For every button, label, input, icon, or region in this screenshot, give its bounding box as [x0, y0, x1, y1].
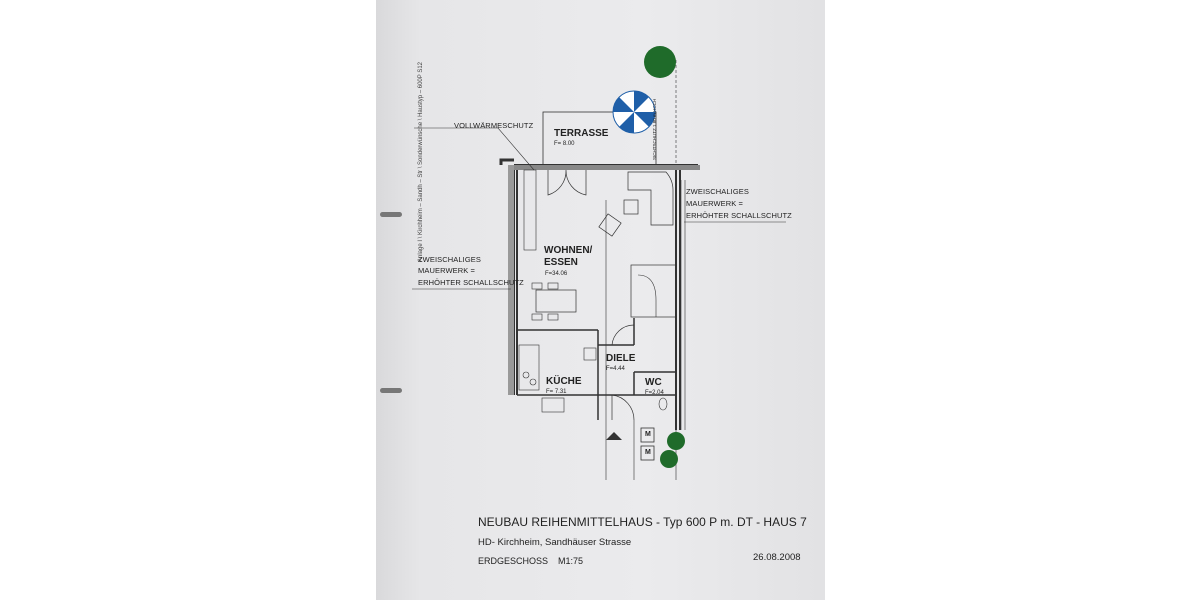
path-lines [633, 420, 677, 480]
room-wohnen-essen: WOHNEN/ ESSEN [544, 245, 593, 268]
stairs [630, 264, 677, 318]
meter-box [640, 427, 655, 443]
coffee-table [623, 199, 639, 215]
floor-plan [412, 46, 786, 480]
tree-icon [660, 450, 678, 468]
wall-corner [499, 158, 514, 165]
entrance-arrow [606, 432, 622, 440]
right-wall-line1: ZWEISCHALIGES [686, 187, 749, 196]
title-block-address: HD- Kirchheim, Sandhäuser Strasse [478, 537, 632, 548]
armchair [598, 213, 622, 237]
umbrella-icon [612, 90, 656, 134]
tree-icon [667, 432, 685, 450]
sofa [627, 171, 674, 226]
sideboard [523, 169, 537, 251]
area-wohnen-essen: F=34.06 [545, 271, 568, 277]
leader-line [412, 221, 786, 290]
binder-ring [380, 388, 402, 393]
binder-ring [380, 212, 402, 217]
dining-chair [547, 313, 559, 321]
stairs-arrow [637, 274, 657, 317]
kitchen-sink [541, 397, 565, 413]
right-wall-line3: ERHÖHTER SCHALLSCHUTZ [686, 211, 792, 220]
title-block-floor-scale: ERDGESCHOSS M1:75 [478, 556, 584, 566]
room-kueche: KÜCHE [546, 376, 582, 387]
title-block-date: 26.08.2008 [753, 552, 801, 563]
right-wall-line2: MAUERWERK = [686, 199, 744, 208]
room-diele: DIELE [606, 353, 636, 364]
toilet [658, 397, 668, 411]
terrace-door [547, 169, 587, 196]
meter-box [640, 445, 655, 461]
label-vollwaermeschutz: VOLLWÄRMESCHUTZ [454, 121, 534, 130]
left-wall-line3: ERHÖHTER SCHALLSCHUTZ [418, 278, 524, 287]
area-terrasse: F= 8.00 [554, 141, 575, 147]
second-wall-skin [605, 180, 686, 480]
left-wall-line1: ZWEISCHALIGES [418, 255, 481, 264]
file-path-note: Anlage I \ Kirchheim – Sandh – Str \ Son… [418, 61, 424, 262]
tree-icon [644, 46, 676, 78]
dining-table [535, 289, 577, 313]
stove-burner [529, 378, 537, 386]
top-wall [510, 165, 700, 170]
dining-chair [547, 282, 559, 290]
room-wc: WC [645, 377, 662, 388]
leader-line [414, 127, 535, 171]
label-sichtschutz: SICHTSCHUTZ 1.80 m HOCH [652, 98, 657, 160]
dining-chair [531, 282, 543, 290]
stove-burner [522, 371, 530, 379]
left-wall-insulation [508, 165, 514, 395]
dining-chair [531, 313, 543, 321]
kitchen-counter [518, 344, 540, 391]
left-wall-line2: MAUERWERK = [418, 266, 476, 275]
front-door [611, 394, 635, 421]
kitchen-appliance [583, 347, 597, 361]
area-wc: F=2.04 [645, 390, 664, 396]
room-terrasse: TERRASSE [554, 128, 609, 139]
interior-walls [517, 318, 676, 420]
meter-label: M [645, 449, 651, 456]
meter-label: M [645, 431, 651, 438]
title-block-title: NEUBAU REIHENMITTELHAUS - Typ 600 P m. D… [478, 515, 807, 529]
area-kueche: F= 7.31 [546, 389, 567, 395]
document-page [376, 0, 825, 600]
living-door [611, 324, 635, 346]
area-diele: F=4.44 [606, 366, 625, 372]
